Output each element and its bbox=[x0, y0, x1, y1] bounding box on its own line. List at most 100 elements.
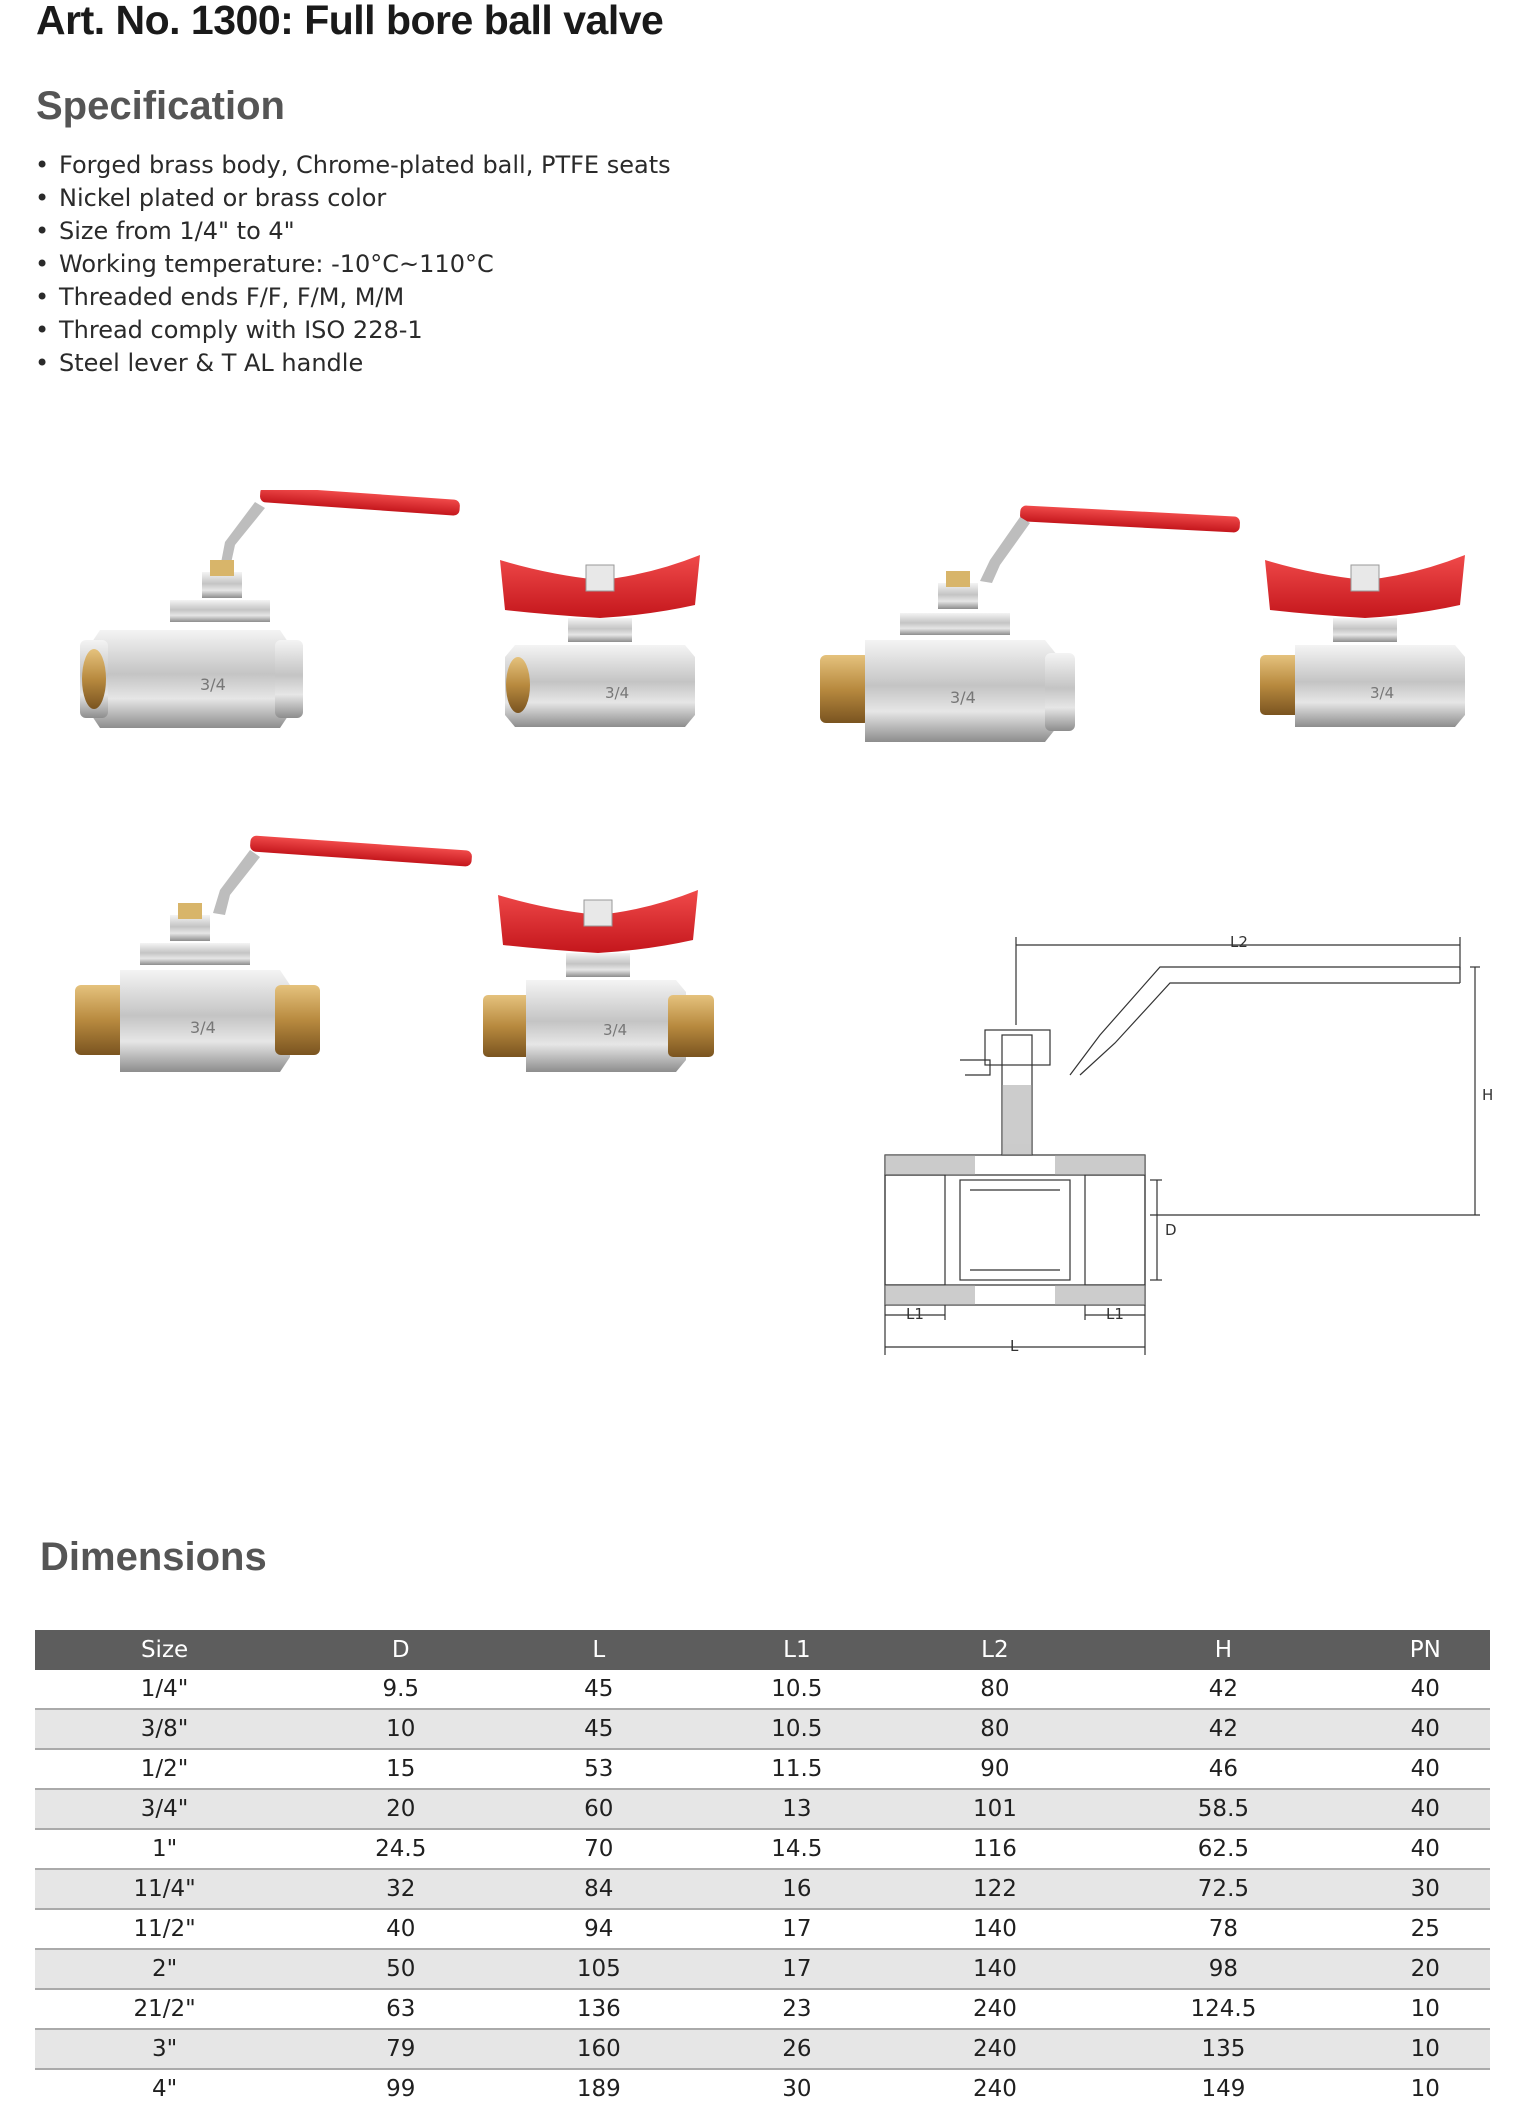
table-cell: 40 bbox=[1360, 1709, 1490, 1750]
valve-lever-mm-photo: 3/4 bbox=[75, 835, 472, 1072]
table-cell: 20 bbox=[294, 1789, 508, 1830]
table-cell: 53 bbox=[507, 1749, 691, 1790]
table-cell: 80 bbox=[903, 1670, 1087, 1710]
spec-item: •Nickel plated or brass color bbox=[32, 182, 671, 215]
table-cell: 13 bbox=[690, 1789, 904, 1830]
table-cell: 50 bbox=[294, 1949, 508, 1990]
table-cell: 78 bbox=[1086, 1909, 1361, 1950]
table-cell: 240 bbox=[972, 2076, 1017, 2102]
table-cell: 16 bbox=[690, 1869, 904, 1910]
table-cell: 15 bbox=[294, 1749, 508, 1790]
table-cell: 42 bbox=[1086, 1709, 1361, 1750]
table-cell: 11/4" bbox=[35, 1869, 295, 1910]
table-cell: 94 bbox=[507, 1909, 691, 1950]
bullet-icon: • bbox=[35, 184, 50, 212]
table-cell: 21/2" bbox=[35, 1989, 295, 2030]
column-header: D bbox=[294, 1630, 508, 1670]
table-cell: 79 bbox=[294, 2029, 508, 2070]
table-cell: 40 bbox=[1360, 1749, 1490, 1790]
table-cell: 46 bbox=[1086, 1749, 1361, 1790]
column-header: H bbox=[1086, 1630, 1361, 1670]
spec-item: •Working temperature: -10°C~110°C bbox=[32, 248, 671, 281]
valve-t-handle-mf-photo: 3/4 bbox=[1260, 555, 1465, 727]
svg-text:3/4: 3/4 bbox=[605, 684, 629, 702]
spec-item: •Steel lever & T AL handle bbox=[32, 347, 671, 380]
table-cell: 45 bbox=[507, 1709, 691, 1750]
table-cell: 40 bbox=[294, 1909, 508, 1950]
table-cell: 9.5 bbox=[294, 1670, 508, 1710]
table-cell: 140 bbox=[903, 1909, 1087, 1950]
table-cell: 20 bbox=[1360, 1949, 1490, 1990]
table-cell: 30 bbox=[782, 2076, 812, 2102]
table-cell: 40 bbox=[1360, 1789, 1490, 1830]
table-cell: 24.5 bbox=[294, 1829, 508, 1870]
table-cell: 240 bbox=[903, 2029, 1087, 2070]
bullet-icon: • bbox=[35, 316, 50, 344]
table-cell: 63 bbox=[294, 1989, 508, 2030]
svg-text:3/4: 3/4 bbox=[190, 1018, 216, 1037]
table-cell: 1/2" bbox=[35, 1749, 295, 1790]
l1-left-label: L1 bbox=[906, 1305, 924, 1323]
table-cell: 42 bbox=[1086, 1670, 1361, 1710]
table-cell: 45 bbox=[507, 1670, 691, 1710]
table-cell: 80 bbox=[903, 1709, 1087, 1750]
table-cell: 240 bbox=[903, 1989, 1087, 2030]
table-cell: 26 bbox=[690, 2029, 904, 2070]
table-cell: 116 bbox=[903, 1829, 1087, 1870]
table-cell: 10 bbox=[1360, 2029, 1490, 2070]
table-cell: 3/4" bbox=[35, 1789, 295, 1830]
spec-item: •Threaded ends F/F, F/M, M/M bbox=[32, 281, 671, 314]
table-cell: 124.5 bbox=[1086, 1989, 1361, 2030]
table-cell: 25 bbox=[1360, 1909, 1490, 1950]
specification-heading: Specification bbox=[36, 84, 285, 128]
table-cell: 10.5 bbox=[690, 1670, 904, 1710]
bullet-icon: • bbox=[35, 151, 50, 179]
svg-text:3/4: 3/4 bbox=[1370, 684, 1394, 702]
table-cell: 122 bbox=[903, 1869, 1087, 1910]
specification-list: •Forged brass body, Chrome-plated ball, … bbox=[32, 149, 671, 380]
table-cell: 149 bbox=[1201, 2076, 1246, 2102]
h-label: H bbox=[1482, 1086, 1493, 1104]
d-label: D bbox=[1165, 1221, 1177, 1239]
table-cell: 62.5 bbox=[1086, 1829, 1361, 1870]
table-cell: 2" bbox=[35, 1949, 295, 1990]
valve-t-handle-mm-photo: 3/4 bbox=[483, 890, 714, 1072]
table-cell: 189 bbox=[576, 2076, 621, 2102]
valve-technical-drawing: L2 H D L1 L1 L bbox=[884, 933, 1493, 1355]
spec-item: •Forged brass body, Chrome-plated ball, … bbox=[32, 149, 671, 182]
table-row: 4" 99 189 30 240 149 10 bbox=[35, 2069, 1490, 2108]
column-header: L bbox=[507, 1630, 691, 1670]
table-cell: 60 bbox=[507, 1789, 691, 1830]
table-cell: 160 bbox=[507, 2029, 691, 2070]
table-cell: 1/4" bbox=[35, 1670, 295, 1710]
table-cell: 40 bbox=[1360, 1829, 1490, 1870]
table-cell: 23 bbox=[690, 1989, 904, 2030]
bullet-icon: • bbox=[35, 250, 50, 278]
table-cell: 101 bbox=[903, 1789, 1087, 1830]
column-header: PN bbox=[1360, 1630, 1490, 1670]
svg-text:3/4: 3/4 bbox=[950, 688, 976, 707]
table-cell: 40 bbox=[1360, 1670, 1490, 1710]
valve-lever-mf-photo: 3/4 bbox=[820, 505, 1240, 742]
table-cell: 98 bbox=[1086, 1949, 1361, 1990]
table-cell: 99 bbox=[386, 2076, 416, 2102]
bullet-icon: • bbox=[35, 217, 50, 245]
table-cell: 17 bbox=[690, 1909, 904, 1950]
table-cell: 135 bbox=[1086, 2029, 1361, 2070]
table-cell: 4" bbox=[151, 2076, 178, 2102]
l-label: L bbox=[1010, 1337, 1019, 1355]
table-header-row: Size D L L1 L2 H PN bbox=[35, 1630, 1490, 1670]
table-cell: 10 bbox=[1410, 2076, 1440, 2102]
table-cell: 32 bbox=[294, 1869, 508, 1910]
l1-right-label: L1 bbox=[1106, 1305, 1124, 1323]
valve-lever-ff-photo: 3/4 bbox=[80, 490, 460, 728]
table-cell: 17 bbox=[690, 1949, 904, 1990]
column-header: L2 bbox=[903, 1630, 1087, 1670]
spec-item: •Size from 1/4" to 4" bbox=[32, 215, 671, 248]
svg-text:3/4: 3/4 bbox=[603, 1021, 627, 1039]
